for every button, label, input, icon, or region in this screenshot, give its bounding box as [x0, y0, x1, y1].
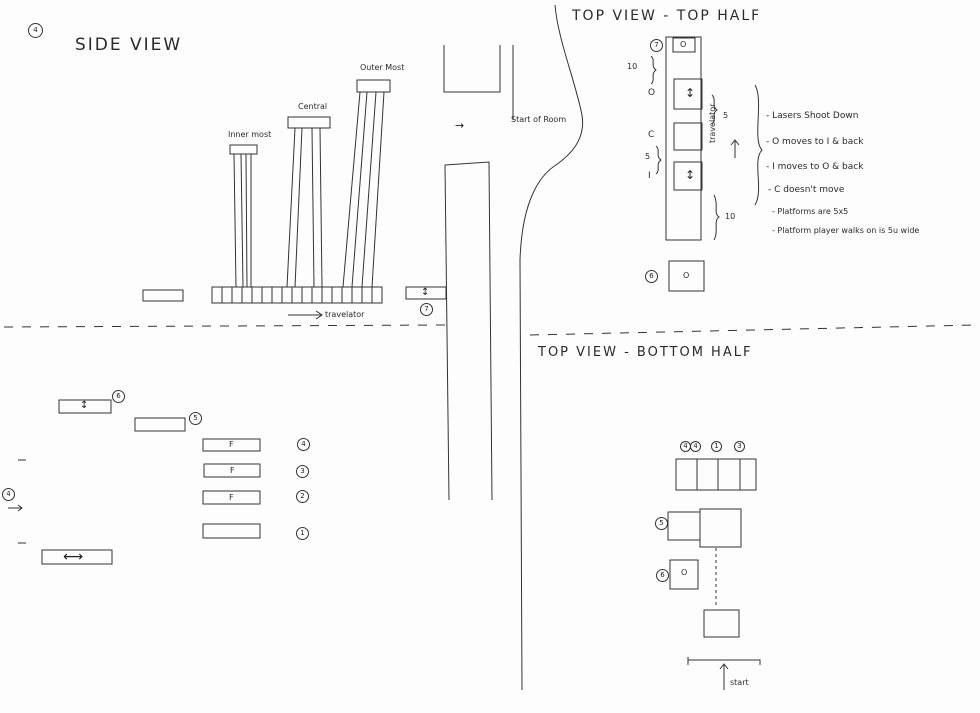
badge-3: 3 [296, 465, 309, 478]
lower-platform-2 [202, 490, 261, 505]
top-square-7 [672, 37, 696, 53]
note-5: - Platforms are 5x5 [772, 207, 849, 216]
side-platform-right [405, 286, 447, 300]
dim-10-bottom: 10 [725, 212, 736, 221]
platform-5 [667, 511, 701, 541]
row-badge-1: 1 [711, 441, 722, 452]
row-badge-4b: 4 [690, 441, 701, 452]
notes-brace [754, 84, 763, 206]
travelator-label: travelator [325, 310, 365, 319]
top-badge-7: 7 [650, 39, 663, 52]
start-label: start [730, 678, 749, 687]
corridor-inner-line [444, 164, 450, 501]
row-label-i: I [648, 171, 651, 181]
bottom-square-label: O [683, 271, 690, 280]
room-curve [519, 4, 584, 691]
dim-5-left: 5 [645, 152, 651, 161]
updown-arrow-icon: ↕ [421, 287, 430, 298]
lower-platform-5 [134, 417, 186, 432]
brace-10-bottom [713, 194, 720, 241]
note-1: - Lasers Shoot Down [766, 111, 859, 121]
dim-10-top: 10 [627, 62, 638, 71]
divider-right [529, 324, 976, 336]
laser-label-inner: Inner most [228, 130, 272, 139]
platform-o [673, 78, 703, 110]
row-label-o: O [648, 88, 656, 98]
f-label-3: F [230, 466, 235, 475]
brace-10-top [650, 55, 657, 85]
note-3: - I moves to O & back [766, 162, 864, 172]
laser-label-central: Central [298, 102, 328, 111]
bottom-badge-6: 6 [645, 270, 658, 283]
row-badge-3: 3 [734, 441, 745, 452]
corridor-room-box [443, 45, 501, 93]
lower-platform-4 [202, 438, 261, 452]
lower-platform-3 [203, 463, 261, 478]
start-of-room-label: Start of Room [511, 115, 567, 124]
double-arrow-icon: ⟷ [63, 549, 84, 565]
badge-2: 2 [296, 490, 309, 503]
lower-platform-6 [58, 399, 112, 414]
badge-4: 4 [297, 438, 310, 451]
platform-badge-7: 7 [420, 303, 433, 316]
laser-inner [229, 144, 258, 155]
badge-5-bottom: 5 [655, 517, 668, 530]
f-label-2: F [229, 493, 234, 502]
top-view-bottom-title: TOP VIEW - BOTTOM HALF [538, 345, 753, 360]
note-6: - Platform player walks on is 5u wide [772, 226, 920, 235]
brace-5-left [655, 145, 662, 175]
platform-6-label: O [681, 568, 688, 577]
laser-label-outer: Outer Most [360, 63, 405, 72]
note-2: - O moves to I & back [766, 137, 864, 147]
side-marker-badge: 4 [2, 488, 15, 501]
platform-o-arrow-icon: ↕ [685, 86, 696, 100]
badge-6: 6 [112, 390, 125, 403]
note-4: - C doesn't move [768, 185, 845, 195]
travelator-body [211, 286, 383, 304]
side-platform-left [142, 289, 184, 302]
badge-1: 1 [296, 527, 309, 540]
platform-c [673, 122, 703, 151]
row-label-c: C [648, 130, 655, 140]
brace-5-right [711, 94, 718, 125]
dim-5-right: 5 [723, 111, 729, 120]
page-number-badge: 4 [28, 23, 43, 38]
f-label-4: F [229, 440, 234, 449]
top-view-top-title: TOP VIEW - TOP HALF [572, 8, 762, 24]
platform-5-extension [699, 508, 742, 548]
platform-6 [669, 559, 699, 590]
travelator-arrow [288, 310, 323, 320]
side-view-title: SIDE VIEW [75, 35, 183, 55]
badge-5: 5 [189, 412, 202, 425]
platform-i-arrow-icon: ↕ [685, 168, 696, 182]
entry-arrow [8, 504, 23, 512]
room-entry-arrow-icon: → [455, 119, 465, 132]
travelator-ticks [221, 287, 373, 303]
lower-platform-1 [202, 523, 261, 539]
corridor-left-wall [444, 161, 493, 501]
travelator-top-view [665, 36, 702, 241]
row-top [675, 458, 757, 491]
top-square-label: O [680, 40, 687, 49]
laser-central [287, 116, 331, 129]
start-platform [41, 549, 113, 565]
platform-start [703, 609, 740, 638]
top-travelator-label: travelator [708, 103, 717, 143]
badge-6-bottom: 6 [656, 569, 669, 582]
updown-arrow-icon-lower: ↕ [80, 400, 89, 411]
start-line [687, 657, 761, 665]
travelator-up-arrow [730, 139, 740, 158]
divider-left [3, 324, 446, 328]
platform-i [673, 161, 703, 191]
bottom-square-6 [668, 260, 705, 292]
start-up-arrow [719, 663, 729, 690]
laser-outer [356, 79, 391, 93]
